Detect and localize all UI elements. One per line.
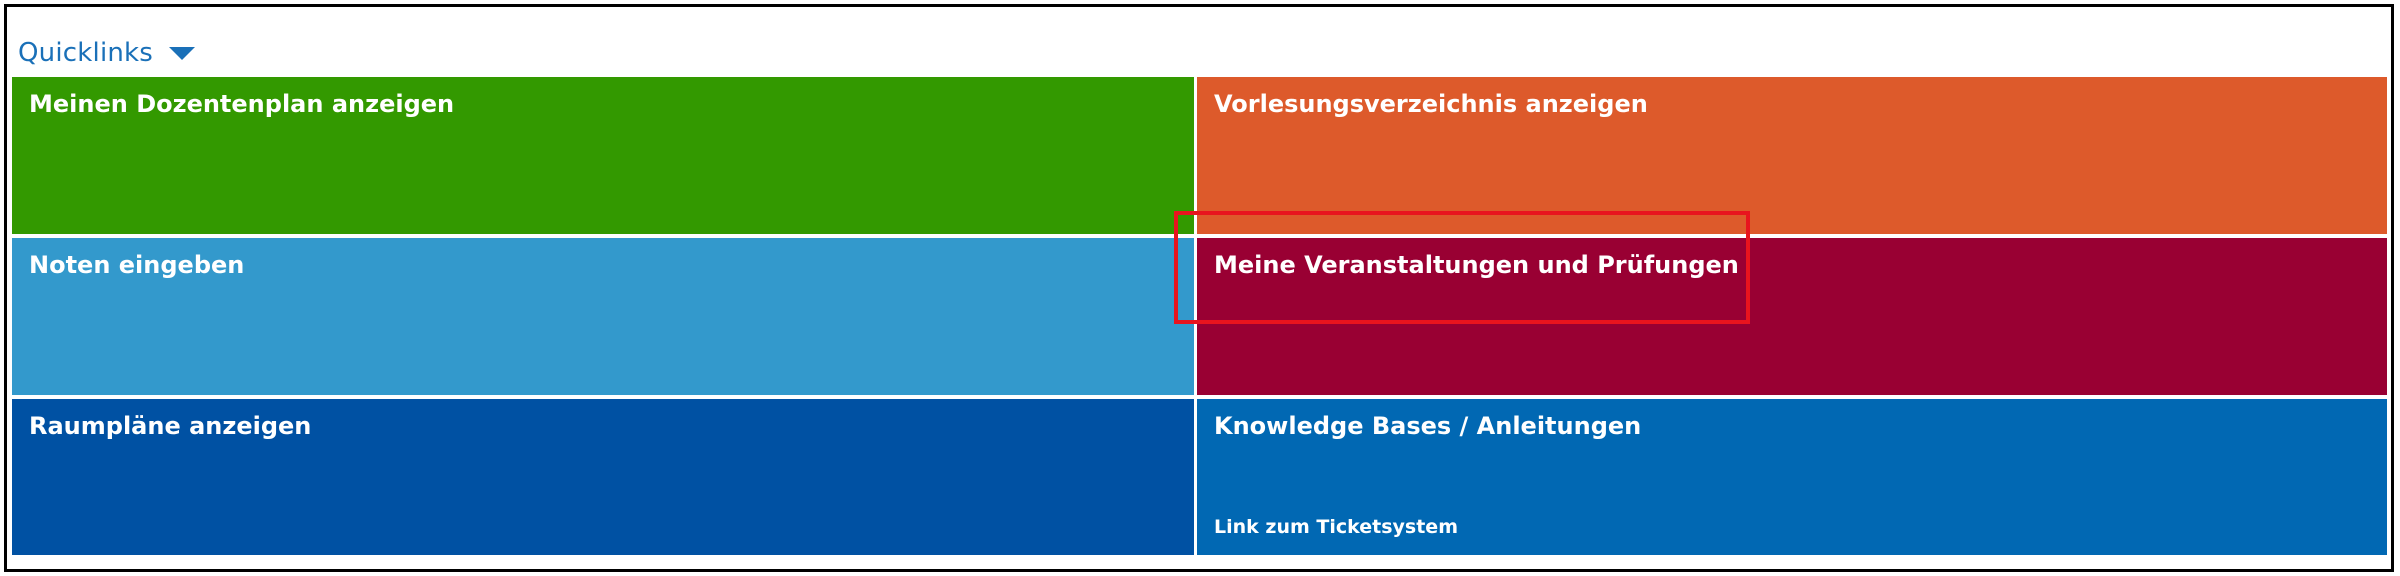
tile-label: Noten eingeben: [29, 251, 245, 279]
quicklinks-grid: Meinen Dozentenplan anzeigen Vorlesungsv…: [12, 77, 2387, 557]
tile-label: Vorlesungsverzeichnis anzeigen: [1214, 90, 1648, 118]
tile-knowledge-bases[interactable]: Knowledge Bases / Anleitungen Link zum T…: [1197, 399, 2387, 555]
tile-raumplaene[interactable]: Raumpläne anzeigen: [12, 399, 1194, 555]
quicklinks-header[interactable]: Quicklinks: [18, 29, 196, 77]
tile-veranstaltungen-pruefungen[interactable]: Meine Veranstaltungen und Prüfungen: [1197, 238, 2387, 395]
tile-label: Raumpläne anzeigen: [29, 412, 312, 440]
ticketsystem-link[interactable]: Link zum Ticketsystem: [1214, 516, 1458, 538]
tile-label: Meinen Dozentenplan anzeigen: [29, 90, 455, 118]
chevron-down-icon[interactable]: [169, 46, 196, 60]
quicklinks-title[interactable]: Quicklinks: [18, 38, 154, 68]
tile-vorlesungsverzeichnis[interactable]: Vorlesungsverzeichnis anzeigen: [1197, 77, 2387, 234]
tile-noten-eingeben[interactable]: Noten eingeben: [12, 238, 1194, 395]
tile-label: Knowledge Bases / Anleitungen: [1214, 412, 1642, 440]
tile-dozentenplan[interactable]: Meinen Dozentenplan anzeigen: [12, 77, 1194, 234]
tile-label: Meine Veranstaltungen und Prüfungen: [1214, 251, 1739, 279]
